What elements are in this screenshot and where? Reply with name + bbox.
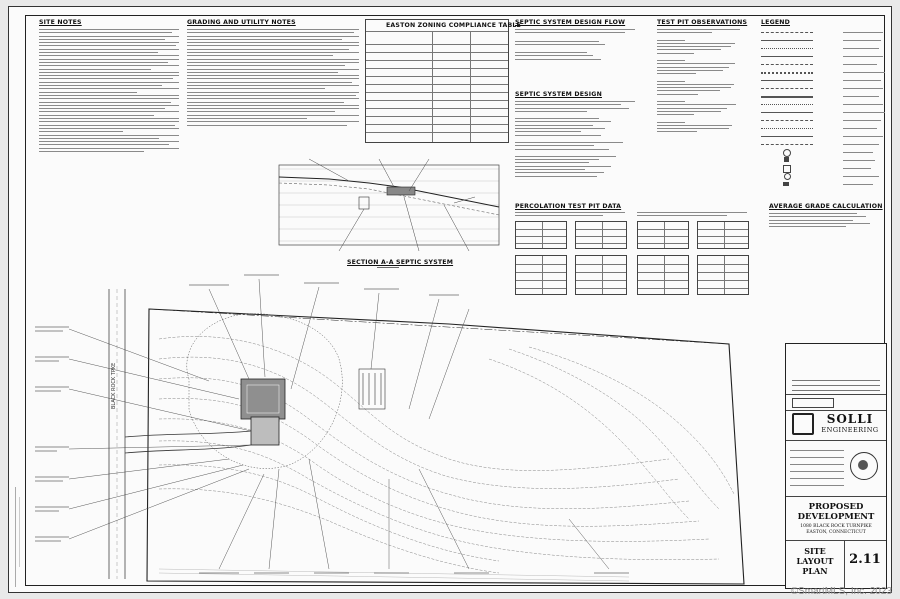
- project-title-line1: PROPOSED: [808, 502, 864, 512]
- sheet-title-cell: SITE LAYOUT PLAN: [786, 540, 845, 588]
- perc-table-5: [515, 255, 567, 295]
- legend-heading: LEGEND: [761, 19, 790, 26]
- perc-table-8: [697, 255, 749, 295]
- avg-grade-heading: AVERAGE GRADE CALCULATION: [769, 203, 883, 210]
- perc-data-heading: PERCOLATION TEST PIT DATA: [515, 203, 622, 210]
- sheet-number: 2.11: [849, 552, 881, 567]
- grading-notes-heading: GRADING AND UTILITY NOTES: [187, 19, 296, 26]
- site-plan-drawing: BLACK ROCK TPKE: [35, 274, 745, 585]
- septic-design-heading: SEPTIC SYSTEM DESIGN: [515, 91, 602, 98]
- project-address-line1: 1080 BLACK ROCK TURNPIKE: [800, 524, 872, 529]
- avg-grade-text: [769, 213, 879, 229]
- section-a-a-title: SECTION A-A SEPTIC SYSTEM: [347, 259, 454, 266]
- legend-panel: [761, 29, 889, 199]
- septic-flow-heading: SEPTIC SYSTEM DESIGN FLOW: [515, 19, 626, 26]
- zoning-table-title: EASTON ZONING COMPLIANCE TABLE: [386, 22, 521, 29]
- engineer-seal-icon: [850, 452, 878, 480]
- zoning-compliance-table: EASTON ZONING COMPLIANCE TABLE: [365, 19, 521, 143]
- perc-table-7: [637, 255, 689, 295]
- svg-text:BLACK ROCK TPKE: BLACK ROCK TPKE: [111, 363, 117, 409]
- septic-design-text: [515, 101, 635, 179]
- perc-table-6: [575, 255, 627, 295]
- company-name: SOLLI: [826, 412, 874, 426]
- perc-intro-left: [515, 212, 625, 219]
- title-block: SOLLI ENGINEERING PROPOSED DEVELOPMENT 1…: [785, 343, 887, 589]
- sheet-number-cell: 2.11: [844, 540, 886, 588]
- drawing-info-table: [790, 444, 844, 492]
- section-scale: [377, 267, 399, 268]
- project-address-line2: EASTON, CONNECTICUT: [806, 530, 866, 535]
- perc-intro-right: [637, 212, 747, 219]
- company-subtitle: ENGINEERING: [821, 426, 879, 434]
- perc-table-1: [515, 221, 567, 249]
- sheet-border: [25, 15, 885, 586]
- revision-table: [792, 350, 880, 391]
- test-pit-heading: TEST PIT OBSERVATIONS: [657, 19, 748, 26]
- mls-watermark: ©SmartMLS, Inc. 2023: [790, 586, 892, 597]
- project-title-line2: DEVELOPMENT: [797, 512, 875, 522]
- perc-table-4: [697, 221, 749, 249]
- septic-flow-text: [515, 29, 635, 62]
- grading-notes-text: [187, 29, 359, 128]
- perc-table-3: [637, 221, 689, 249]
- drawing-sheet: SITE NOTES GRADING AND UTILITY NOTES EAS…: [8, 6, 892, 593]
- sheet-title-line1: SITE: [804, 546, 826, 556]
- left-edge-stamp: [11, 487, 23, 587]
- perc-table-2: [575, 221, 627, 249]
- sheet-title-line2: LAYOUT: [796, 556, 834, 566]
- company-logo-icon: [792, 413, 814, 435]
- graphic-scale: [792, 398, 834, 408]
- test-pit-text: [657, 29, 749, 135]
- site-notes-text: [39, 29, 179, 154]
- section-a-a-drawing: [278, 158, 500, 252]
- site-notes-heading: SITE NOTES: [39, 19, 82, 26]
- sheet-title-line3: PLAN: [802, 566, 828, 576]
